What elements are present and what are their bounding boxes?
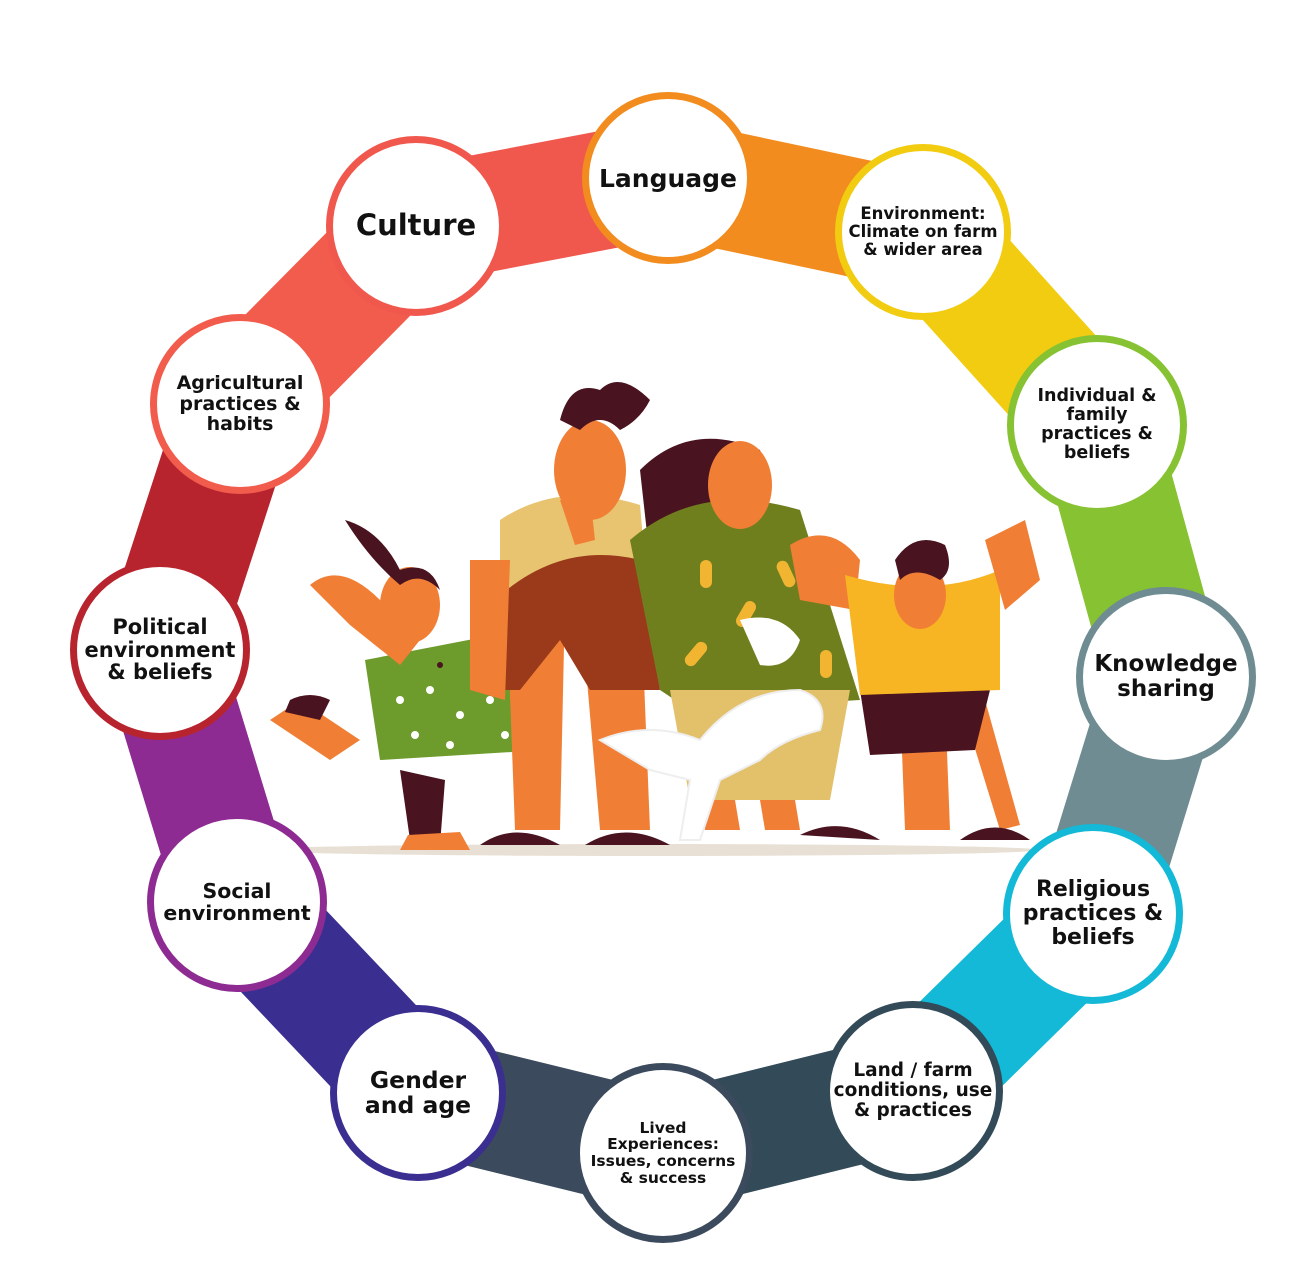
dog-figure bbox=[597, 617, 824, 841]
topic-node: Political environment & beliefs bbox=[70, 560, 250, 740]
topic-node: Religious practices & beliefs bbox=[1003, 824, 1183, 1004]
topic-node: Social environment bbox=[147, 812, 327, 992]
topic-node-label: Agricultural practices & habits bbox=[176, 372, 304, 436]
topic-node-label: Social environment bbox=[163, 878, 311, 925]
topic-node: Land / farm conditions, use & practices bbox=[823, 1001, 1003, 1181]
topic-node: Environment: Climate on farm & wider are… bbox=[835, 144, 1011, 320]
topic-node-label: Individual & family practices & beliefs bbox=[1037, 386, 1157, 463]
topic-node: Lived Experiences: Issues, concerns & su… bbox=[573, 1063, 753, 1243]
topic-node-label: Land / farm conditions, use & practices bbox=[833, 1060, 993, 1121]
child-right-figure bbox=[800, 520, 1040, 840]
topic-node-label: Gender and age bbox=[364, 1065, 472, 1119]
topic-node: Language bbox=[582, 92, 754, 264]
topic-node: Gender and age bbox=[330, 1005, 506, 1181]
topic-node-label: Culture bbox=[355, 208, 477, 243]
topic-node-label: Environment: Climate on farm & wider are… bbox=[848, 204, 998, 259]
adult-man-figure bbox=[470, 382, 670, 845]
topic-node: Agricultural practices & habits bbox=[150, 314, 330, 494]
topic-node: Culture bbox=[326, 136, 506, 316]
topic-node-label: Lived Experiences: Issues, concerns & su… bbox=[590, 1118, 736, 1187]
topic-node: Individual & family practices & beliefs bbox=[1007, 335, 1187, 515]
topic-node-label: Language bbox=[598, 163, 737, 193]
topic-node-label: Political environment & beliefs bbox=[84, 614, 236, 685]
child-left-figure bbox=[270, 520, 545, 850]
topic-node: Knowledge sharing bbox=[1076, 587, 1256, 767]
topic-node-label: Knowledge sharing bbox=[1094, 651, 1238, 702]
topic-node-label: Religious practices & beliefs bbox=[1022, 877, 1164, 950]
